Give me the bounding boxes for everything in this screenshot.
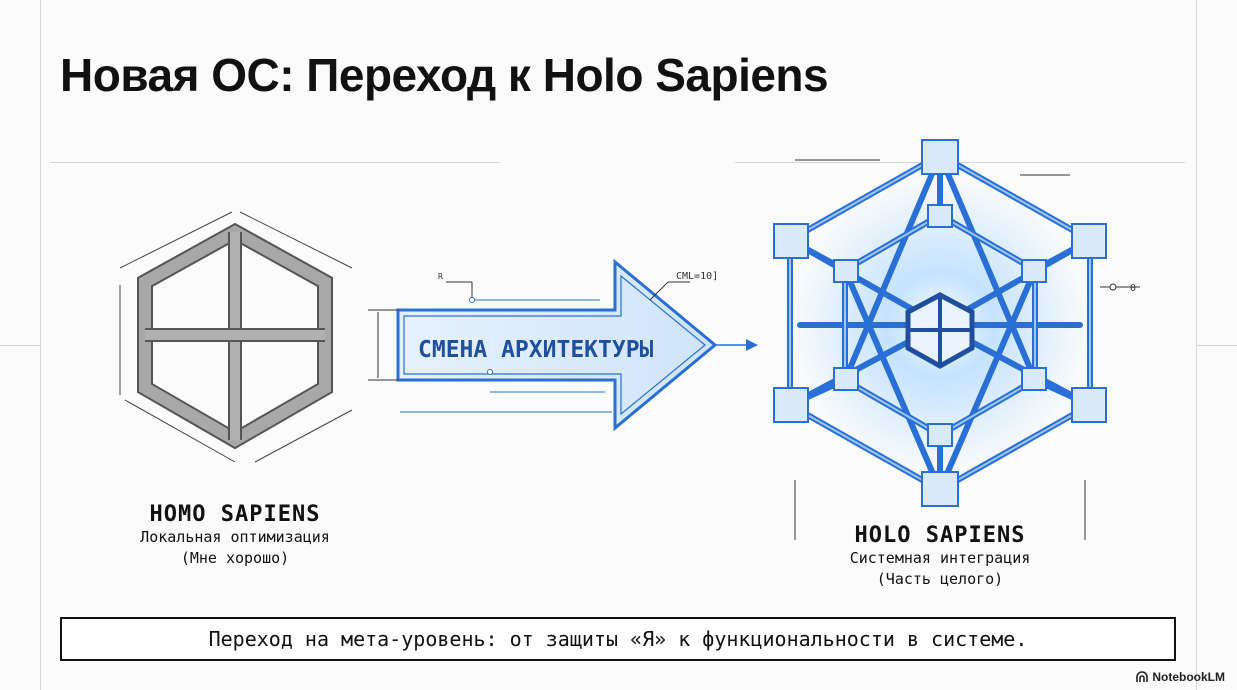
arrow-body (396, 258, 718, 432)
lattice-node (927, 204, 953, 228)
holo-sapiens-line2: (Часть целого) (876, 570, 1004, 588)
notebooklm-icon (1136, 671, 1149, 682)
page-title: Новая ОС: Переход к Holo Sapiens (60, 49, 829, 101)
lattice-node (921, 471, 959, 507)
guide-line-mid-horizontal-right (1196, 345, 1237, 346)
holo-sapiens-name: HOLO SAPIENS (854, 523, 1026, 548)
guide-line-mid-horizontal (0, 345, 40, 346)
lattice-nodes (773, 139, 1107, 507)
dimension-line (254, 409, 353, 463)
holo-sapiens-label: HOLO SAPIENS Системная интеграция (Часть… (820, 523, 1060, 590)
homo-sapiens-line2: (Мне хорошо) (180, 549, 290, 567)
lattice-node (1021, 367, 1047, 391)
dimension-line (119, 211, 233, 269)
guide-line-top-left (50, 162, 500, 163)
lattice-node (921, 139, 959, 175)
caption-box: Переход на мета-уровень: от защиты «Я» к… (60, 617, 1176, 661)
lattice-node (1021, 259, 1047, 283)
dimension-line (239, 211, 353, 269)
guide-line-top-right (735, 162, 1185, 163)
transition-arrow: R CML=10] СМЕНА АРХИТЕКТУРЫ (368, 258, 758, 432)
lattice-node (773, 387, 809, 423)
arrow-annotation-tag: CML=10] (676, 271, 718, 282)
lattice-node (1071, 387, 1107, 423)
homo-sapiens-line1: Локальная оптимизация (140, 528, 330, 546)
brand-label: NotebookLM (1152, 670, 1225, 684)
dimension-line (124, 399, 236, 463)
lattice-node (927, 423, 953, 447)
lattice-node (833, 367, 859, 391)
lattice-node (1071, 223, 1107, 259)
brand-watermark: NotebookLM (1136, 670, 1225, 684)
lattice-node (773, 223, 809, 259)
lattice-node (833, 259, 859, 283)
holo-sapiens-line1: Системная интеграция (849, 549, 1031, 567)
lattice-callout: 0 (1130, 283, 1136, 294)
homo-sapiens-cube (119, 211, 353, 463)
arrow-small-mark: R (438, 272, 443, 281)
homo-sapiens-name: HOMO SAPIENS (149, 502, 321, 527)
homo-sapiens-label: HOMO SAPIENS Локальная оптимизация (Мне … (115, 502, 355, 569)
guide-line-left-vertical (40, 0, 41, 690)
lattice-core-cube (905, 292, 975, 369)
holo-sapiens-lattice: 0 (773, 139, 1140, 540)
arrow-label: СМЕНА АРХИТЕКТУРЫ (418, 337, 654, 363)
